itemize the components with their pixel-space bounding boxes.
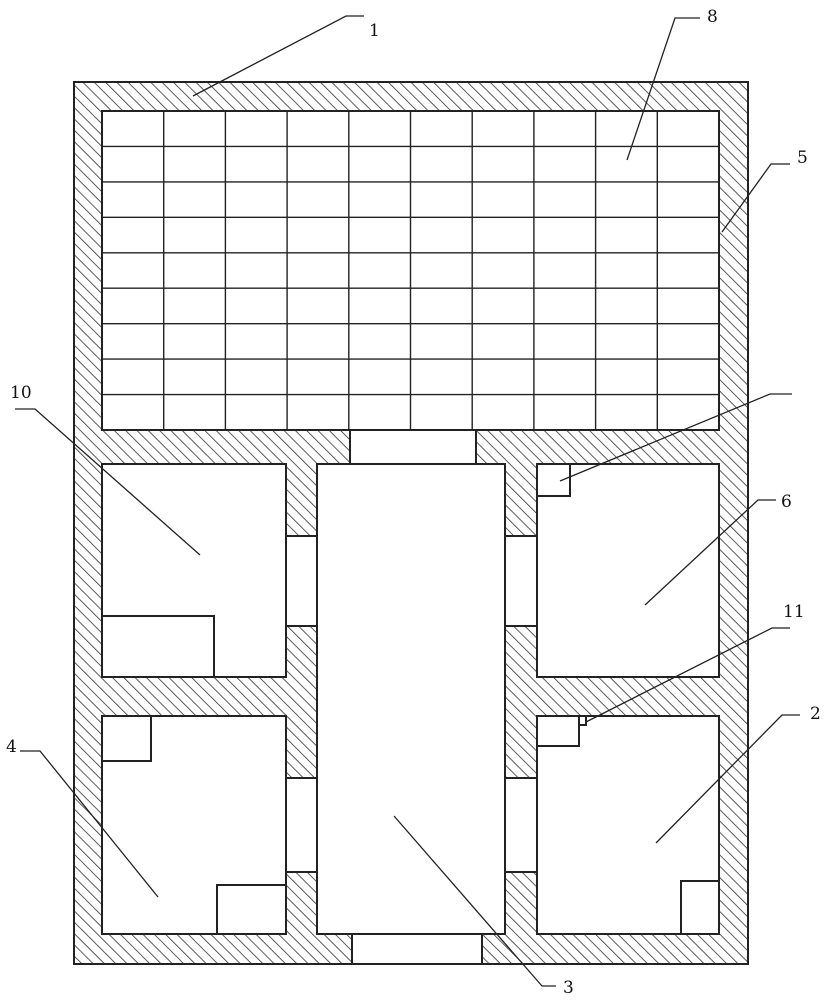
leader-line-6 — [644, 499, 776, 606]
fixture-bottom-right-room-b — [680, 880, 720, 935]
fixture-bottom-left-room-a — [101, 715, 152, 762]
callout-label-5: 5 — [797, 148, 808, 168]
door-opening-right-upper — [504, 535, 538, 627]
callout-label-3: 3 — [563, 978, 574, 998]
door-opening-left-lower — [285, 777, 318, 873]
leader-line-11 — [585, 627, 790, 723]
leader-line-5 — [721, 163, 790, 233]
callout-label-10: 10 — [10, 383, 32, 403]
leader-line-4 — [20, 750, 159, 898]
fixture-bottom-right-room-a — [536, 715, 580, 747]
fixture-top-left-room — [101, 615, 215, 678]
callout-label-8: 8 — [707, 7, 718, 27]
fixture-bottom-right-room-small — [578, 715, 587, 726]
door-opening-right-lower — [504, 777, 538, 873]
central-corridor — [316, 463, 506, 935]
door-opening-bottom — [351, 933, 483, 965]
callout-label-2: 2 — [810, 704, 821, 724]
grid-area — [101, 110, 720, 431]
leader-line-10 — [15, 408, 201, 556]
room-top-right — [536, 463, 720, 678]
grid-lines — [102, 111, 719, 430]
leader-line-2 — [655, 714, 800, 844]
callout-label-6: 6 — [781, 492, 792, 512]
leader-line-8 — [626, 17, 700, 161]
callout-label-11: 11 — [783, 602, 805, 622]
fixture-top-right-room — [536, 463, 571, 497]
callout-label-1: 1 — [369, 21, 380, 41]
leader-lines — [15, 15, 800, 987]
fixture-bottom-left-room-b — [216, 884, 287, 935]
door-opening-top — [349, 429, 477, 465]
leader-line-3 — [393, 815, 556, 987]
leader-line-7 — [559, 393, 792, 482]
callout-label-4: 4 — [6, 737, 17, 757]
door-opening-left-upper — [285, 535, 318, 627]
leader-line-1 — [192, 15, 364, 97]
